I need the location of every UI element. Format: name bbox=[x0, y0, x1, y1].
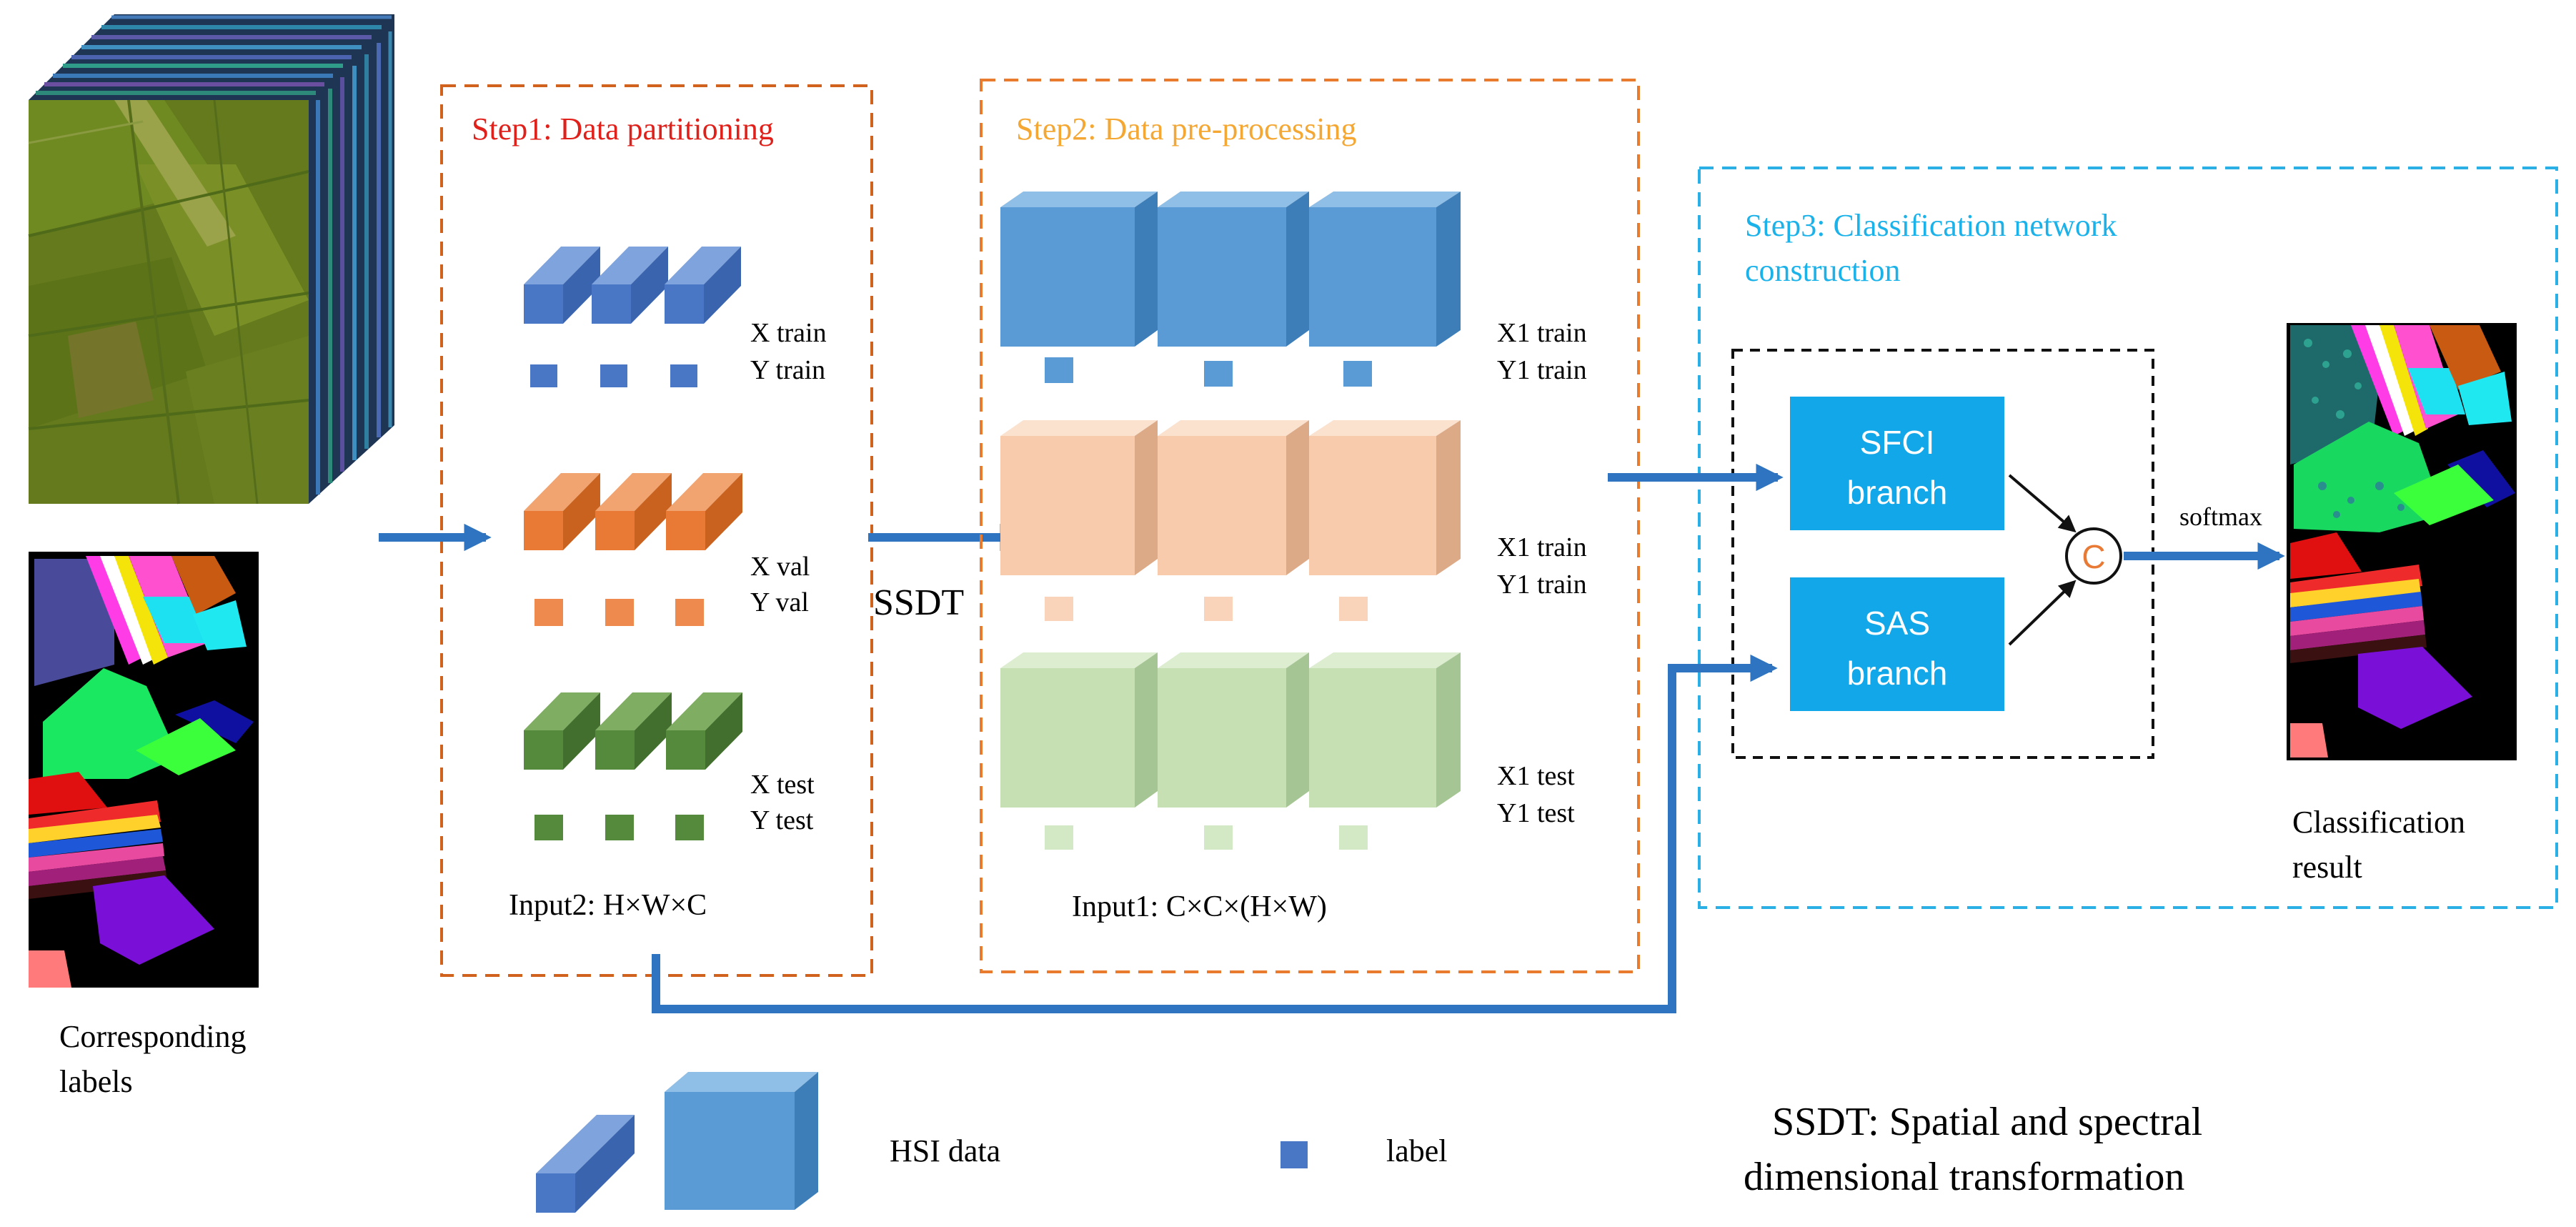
legend-label-square bbox=[1280, 1141, 1308, 1168]
legend-hsi-prism-icon bbox=[536, 1115, 635, 1213]
legend-hsi-data-label: HSI data bbox=[890, 1133, 1000, 1168]
hsi-cube-band-stripes bbox=[29, 15, 392, 495]
test-labels-step2 bbox=[1045, 825, 1368, 850]
result-caption-line2: result bbox=[2292, 850, 2362, 885]
val-labels-step1 bbox=[534, 599, 704, 626]
arrow-sfci-to-concat bbox=[2008, 474, 2077, 533]
train-labels-step2 bbox=[1045, 357, 1372, 387]
sfci-branch-line1: SFCI bbox=[1860, 424, 1935, 461]
sas-branch-line1: SAS bbox=[1864, 605, 1930, 642]
x-val-label: X val bbox=[750, 552, 810, 582]
step2-input-label: Input1: C×C×(H×W) bbox=[1072, 890, 1327, 923]
ssdt-label: SSDT bbox=[873, 582, 964, 623]
classification-result-map bbox=[2287, 323, 2517, 760]
arrow-step1-to-sas bbox=[652, 654, 1778, 1013]
concat-symbol: C bbox=[2082, 538, 2105, 575]
step2-box bbox=[980, 79, 1640, 973]
x1-train-label-b: X1 train bbox=[1497, 532, 1587, 562]
train-cubes-step2 bbox=[1000, 192, 1461, 347]
concat-icon: C bbox=[2065, 527, 2122, 585]
legend-ssdt-definition-line1: SSDT: Spatial and spectral bbox=[1772, 1100, 2202, 1144]
x1-train-label-a: X1 train bbox=[1497, 318, 1587, 348]
result-caption-line1: Classification bbox=[2292, 805, 2465, 840]
y-train-label: Y train bbox=[750, 355, 825, 385]
legend-label-text: label bbox=[1386, 1133, 1448, 1168]
legend-hsi-cube-icon bbox=[665, 1072, 818, 1210]
hsi-cube-front-face bbox=[28, 99, 309, 505]
y1-train-label-b: Y1 train bbox=[1497, 570, 1587, 600]
val-cubes-step2 bbox=[1000, 420, 1461, 575]
y1-train-label-a: Y1 train bbox=[1497, 355, 1587, 385]
legend-ssdt-definition-line2: dimensional transformation bbox=[1744, 1155, 2184, 1199]
step1-input-label: Input2: H×W×C bbox=[509, 889, 707, 922]
y1-test-label: Y1 test bbox=[1497, 798, 1575, 828]
step3-title-line2: construction bbox=[1745, 253, 1901, 288]
softmax-label: softmax bbox=[2179, 502, 2262, 531]
val-labels-step2 bbox=[1045, 597, 1368, 621]
train-blocks-step1 bbox=[524, 247, 741, 324]
ground-truth-label-map bbox=[29, 552, 259, 988]
test-blocks-step1 bbox=[524, 692, 742, 770]
sfci-branch-line2: branch bbox=[1847, 474, 1948, 511]
hsi-cube-image bbox=[28, 14, 394, 505]
train-labels-step1 bbox=[530, 364, 697, 387]
x-train-label: X train bbox=[750, 318, 827, 348]
y-test-label: Y test bbox=[750, 805, 814, 835]
step1-title: Step1: Data partitioning bbox=[472, 111, 774, 146]
sas-branch-box: SAS branch bbox=[1790, 577, 2004, 711]
sfci-branch-box: SFCI branch bbox=[1790, 397, 2004, 530]
y-val-label: Y val bbox=[750, 587, 809, 617]
sas-branch-line2: branch bbox=[1847, 655, 1948, 692]
test-cubes-step2 bbox=[1000, 652, 1461, 808]
test-labels-step1 bbox=[534, 815, 704, 840]
step3-title-line1: Step3: Classification network bbox=[1745, 208, 2117, 243]
step2-title: Step2: Data pre-processing bbox=[1016, 111, 1357, 146]
step1-box bbox=[440, 84, 873, 977]
arrow-sas-to-concat bbox=[2008, 580, 2077, 646]
labels-caption-line2: labels bbox=[59, 1064, 133, 1099]
x1-test-label: X1 test bbox=[1497, 761, 1575, 791]
labels-caption-line1: Corresponding bbox=[59, 1019, 247, 1054]
val-blocks-step1 bbox=[524, 473, 742, 550]
step3-box bbox=[1698, 167, 2558, 909]
x-test-label: X test bbox=[750, 770, 815, 800]
